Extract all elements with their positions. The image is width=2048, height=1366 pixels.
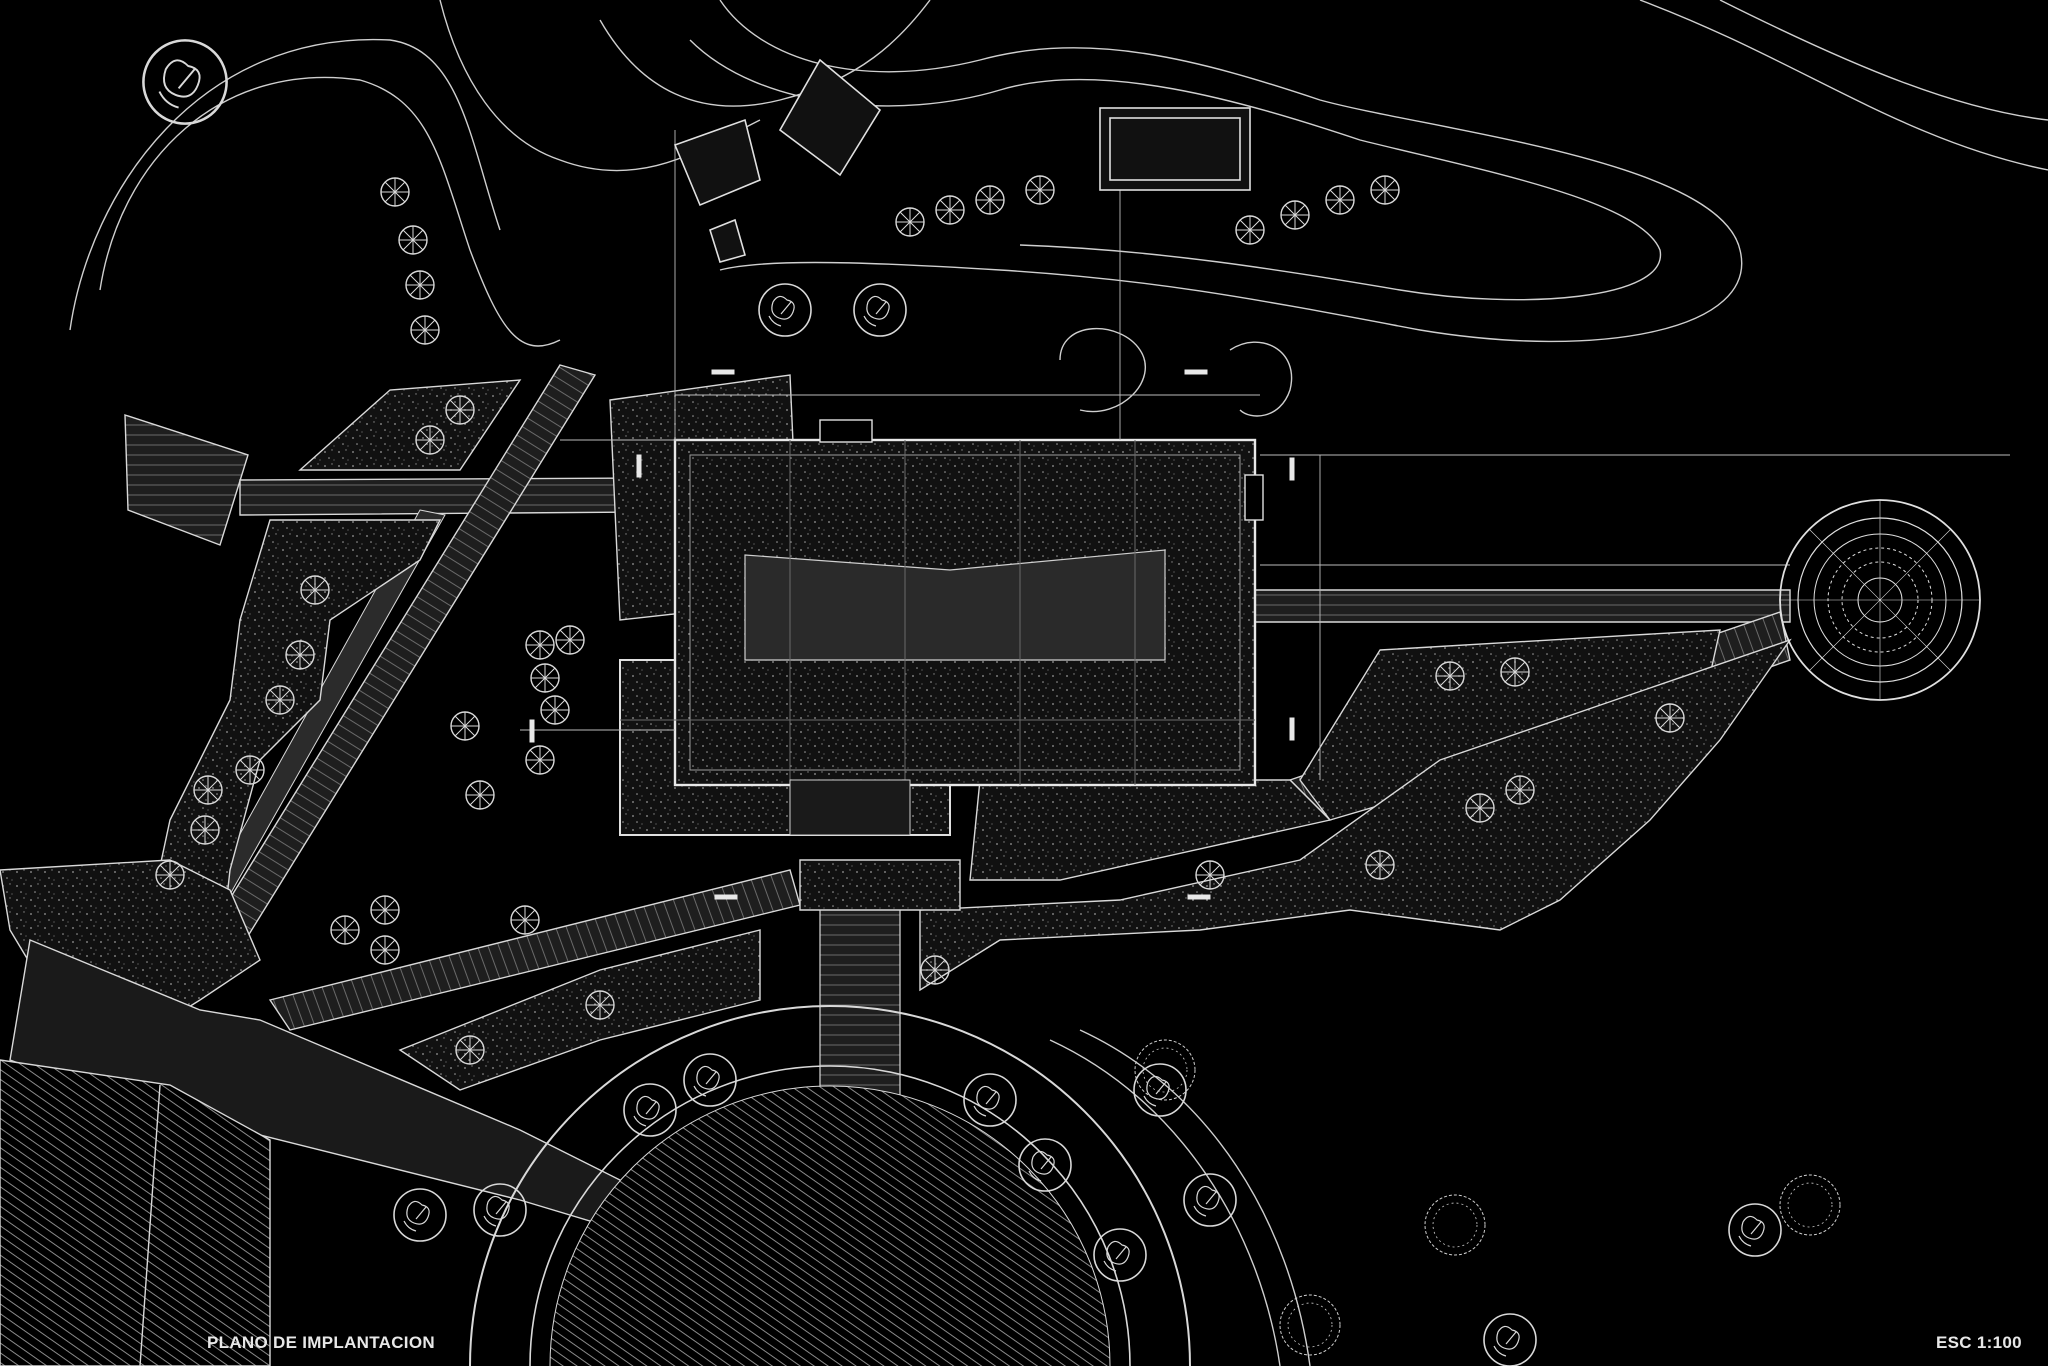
round-gazebo <box>1779 499 1981 701</box>
boardwalk-east <box>1244 589 1791 623</box>
drawing-scale: ESC 1:100 <box>1936 1333 2022 1352</box>
boardwalk-main-west <box>239 477 641 516</box>
drawing-title: PLANO DE IMPLANTACION <box>207 1333 435 1352</box>
parking-area <box>0 1059 271 1366</box>
section-markers <box>529 369 1295 900</box>
south-plaza <box>469 1005 1191 1366</box>
dimension-lines <box>520 110 2010 780</box>
landscape-beds <box>0 374 1792 1231</box>
main-building <box>619 419 1264 836</box>
boardwalk-west <box>124 414 249 546</box>
topographic-contours <box>69 0 2048 417</box>
shrubs <box>1134 1039 1841 1356</box>
north-pavilions <box>673 58 1251 263</box>
